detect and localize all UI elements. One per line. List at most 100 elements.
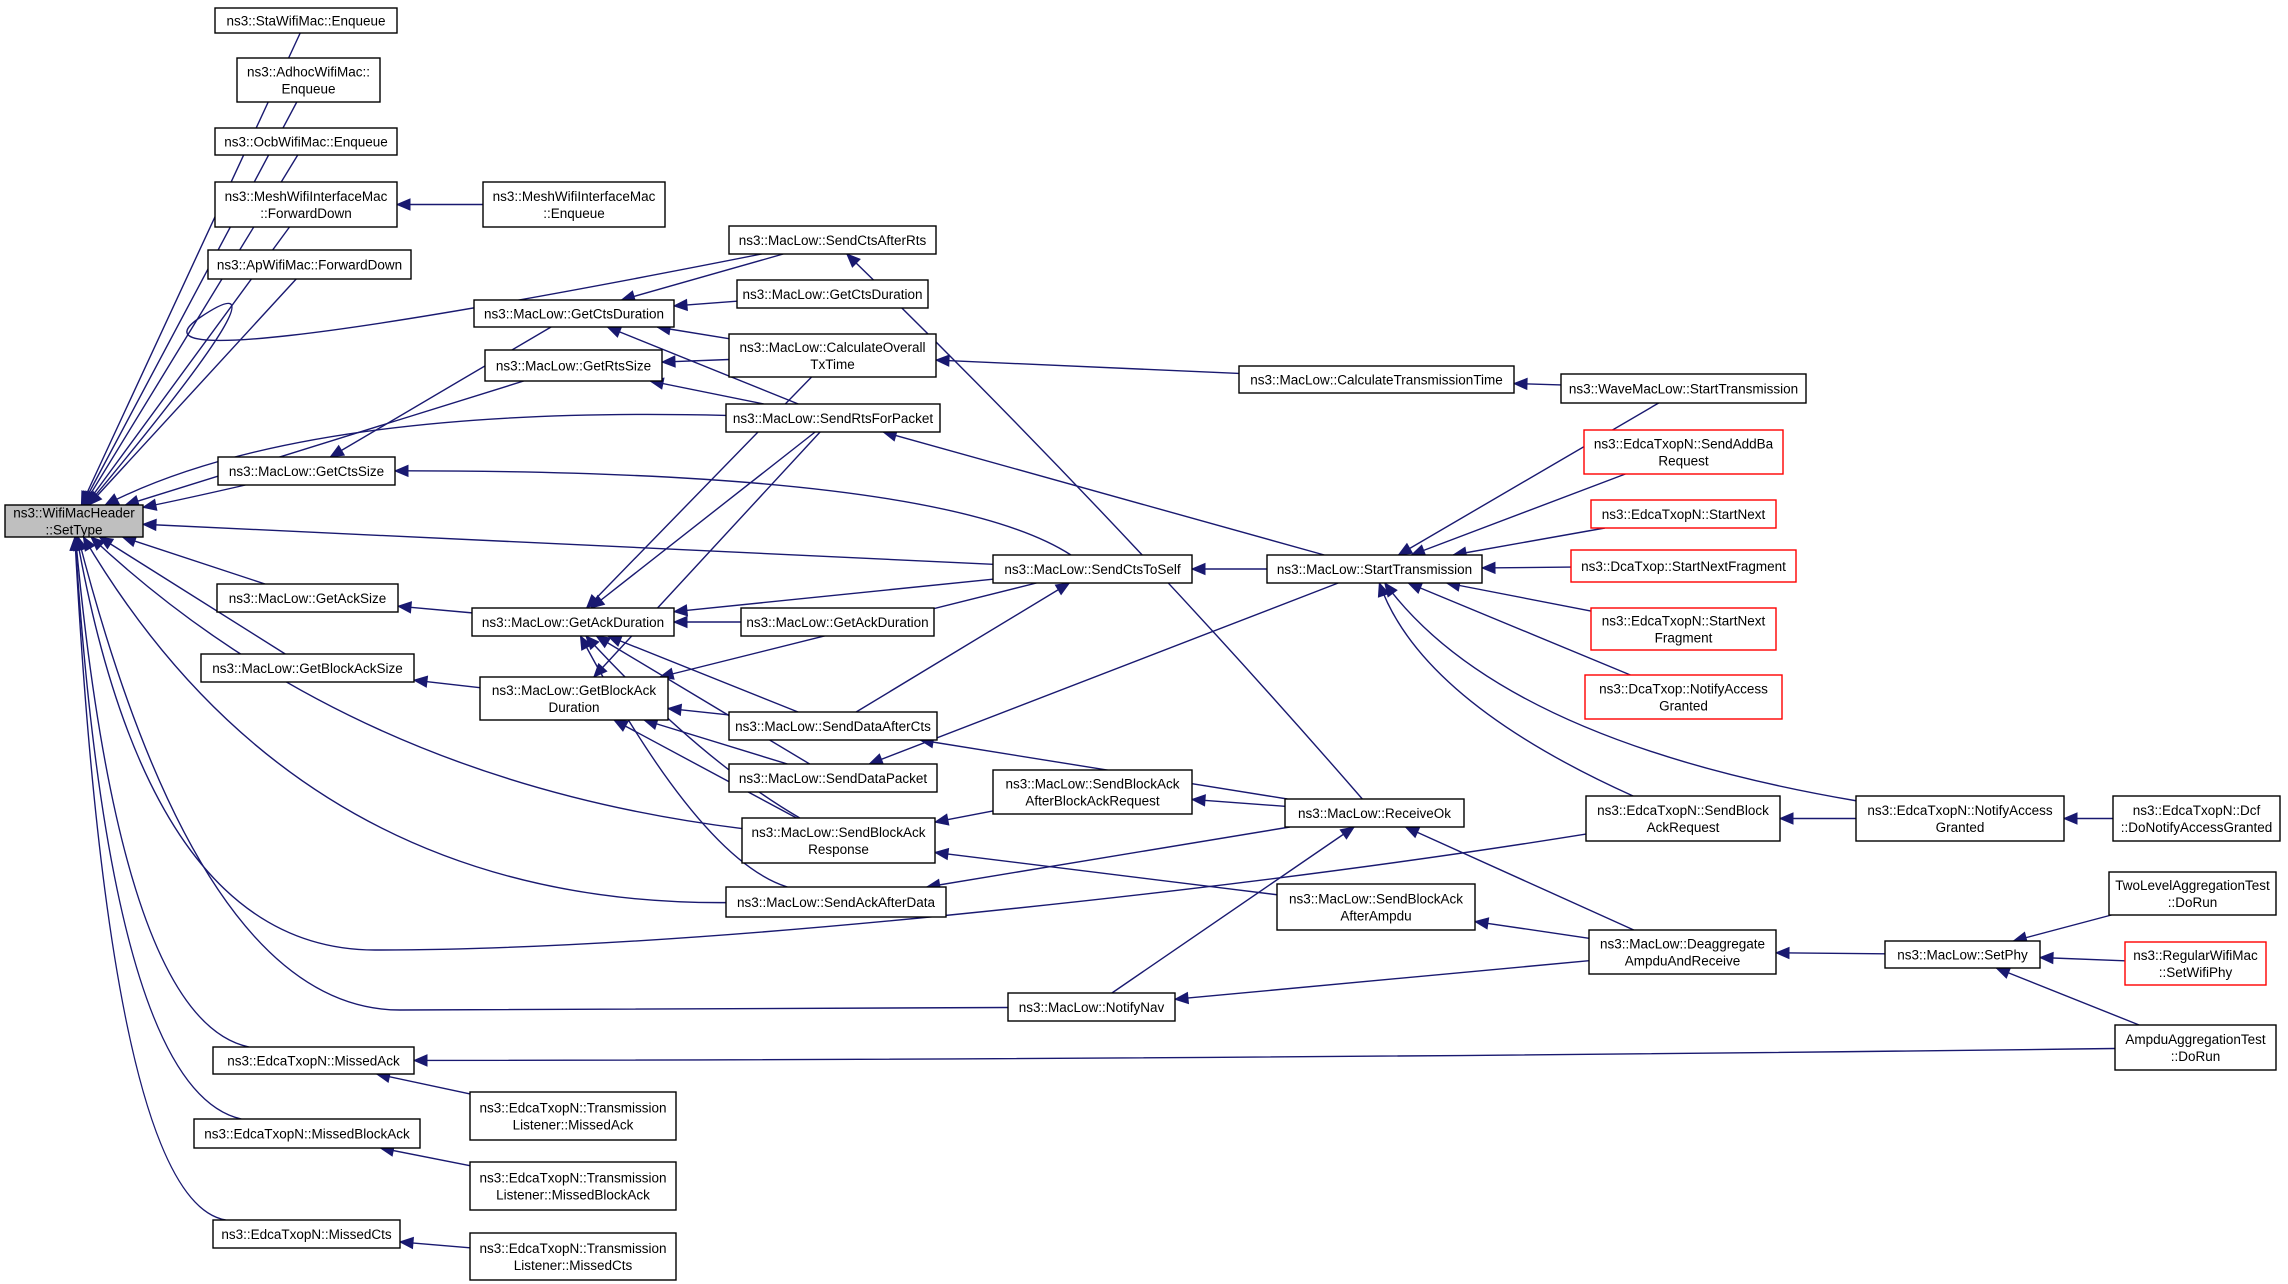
- arrowhead-icon: [1778, 812, 1794, 825]
- edge-send-cts-to-self-to-get-cts-size: [393, 464, 1072, 556]
- node-label: ns3::MacLow::GetCtsDuration: [484, 307, 664, 322]
- node-start-tx[interactable]: ns3::MacLow::StartTransmission: [1266, 554, 1483, 584]
- node-mesh-enq[interactable]: ns3::MeshWifiInterfaceMac::Enqueue: [482, 181, 666, 228]
- node-root[interactable]: ns3::WifiMacHeader::SetType: [4, 504, 144, 538]
- node-label: ns3::EdcaTxopN::MissedBlockAck: [204, 1127, 410, 1142]
- node-tl-missed-ack[interactable]: ns3::EdcaTxopN::TransmissionListener::Mi…: [469, 1091, 677, 1141]
- edge-calc-tx-to-calc-overall: [934, 354, 1240, 375]
- node-label: ns3::EdcaTxopN::SendAddBa: [1594, 437, 1774, 452]
- edge-line: [590, 431, 816, 609]
- node-box: [214, 181, 398, 228]
- edge-line: [1481, 566, 1572, 569]
- edge-line: [649, 380, 764, 405]
- node-get-cts-size[interactable]: ns3::MacLow::GetCtsSize: [217, 456, 396, 486]
- node-ocb-enq[interactable]: ns3::OcbWifiMac::Enqueue: [214, 127, 398, 156]
- node-box: [728, 333, 937, 378]
- node-send-cts-to-self[interactable]: ns3::MacLow::SendCtsToSelf: [992, 554, 1193, 584]
- node-box: [236, 57, 381, 103]
- node-edca-dcf[interactable]: ns3::EdcaTxopN::Dcf::DoNotifyAccessGrant…: [2112, 795, 2281, 842]
- node-notify-nav[interactable]: ns3::MacLow::NotifyNav: [1007, 992, 1176, 1022]
- node-get-ack-dur[interactable]: ns3::MacLow::GetAckDuration: [471, 607, 675, 637]
- node-get-ack-dur2[interactable]: ns3::MacLow::GetAckDuration: [740, 607, 935, 637]
- node-label: Listener::MissedCts: [514, 1258, 633, 1273]
- node-dca-notify[interactable]: ns3::DcaTxop::NotifyAccessGranted: [1584, 674, 1783, 720]
- arrowhead-icon: [2062, 812, 2078, 825]
- edge-line: [142, 523, 994, 566]
- node-send-block-ack-after-req[interactable]: ns3::MacLow::SendBlockAckAfterBlockAckRe…: [992, 769, 1193, 815]
- node-ampdu-test[interactable]: AmpduAggregationTest::DoRun: [2114, 1024, 2277, 1071]
- node-label: ns3::StaWifiMac::Enqueue: [226, 14, 385, 29]
- node-dca-start-next-frag[interactable]: ns3::DcaTxop::StartNextFragment: [1570, 549, 1797, 583]
- node-send-data-after-cts[interactable]: ns3::MacLow::SendDataAfterCts: [728, 711, 938, 741]
- node-calc-tx[interactable]: ns3::MacLow::CalculateTransmissionTime: [1238, 365, 1515, 394]
- node-label: ::SetType: [45, 523, 102, 538]
- node-tl-missed-block-ack[interactable]: ns3::EdcaTxopN::TransmissionListener::Mi…: [469, 1161, 677, 1211]
- node-label: ns3::AdhocWifiMac::: [247, 65, 370, 80]
- node-label: ns3::EdcaTxopN::StartNext: [1602, 507, 1766, 522]
- node-missed-block-ack[interactable]: ns3::EdcaTxopN::MissedBlockAck: [193, 1118, 421, 1149]
- edge-line: [82, 536, 727, 904]
- node-missed-ack[interactable]: ns3::EdcaTxopN::MissedAck: [212, 1046, 415, 1075]
- node-mesh-fwd[interactable]: ns3::MeshWifiInterfaceMac::ForwardDown: [214, 181, 398, 228]
- node-box: [992, 769, 1193, 815]
- edge-tl-missed-ack-to-missed-ack: [375, 1070, 471, 1095]
- node-box: [200, 653, 415, 683]
- edge-edca-notify-to-start-tx: [1384, 581, 1857, 802]
- node-tl-missed-cts[interactable]: ns3::EdcaTxopN::TransmissionListener::Mi…: [469, 1232, 677, 1281]
- edge-line: [1453, 527, 1605, 556]
- edge-set-phy-to-deagg: [1774, 946, 1886, 960]
- edge-calc-overall-to-get-rts-size: [660, 355, 730, 368]
- node-get-block-ack-size[interactable]: ns3::MacLow::GetBlockAckSize: [200, 653, 415, 683]
- node-box: [728, 711, 938, 741]
- node-label: ns3::MacLow::CalculateTransmissionTime: [1250, 373, 1503, 388]
- node-get-ack-size[interactable]: ns3::MacLow::GetAckSize: [216, 583, 399, 613]
- arrowhead-icon: [393, 464, 409, 478]
- node-get-cts-dur2[interactable]: ns3::MacLow::GetCtsDuration: [736, 279, 929, 309]
- arrowhead-icon: [585, 593, 601, 609]
- node-send-rts[interactable]: ns3::MacLow::SendRtsForPacket: [725, 403, 941, 433]
- node-sta-enq[interactable]: ns3::StaWifiMac::Enqueue: [214, 7, 398, 34]
- node-label: ns3::MacLow::Deaggregate: [1600, 937, 1765, 952]
- arrowhead-icon: [69, 535, 82, 551]
- arrowhead-icon: [141, 518, 157, 532]
- node-adhoc-enq[interactable]: ns3::AdhocWifiMac::Enqueue: [236, 57, 381, 103]
- edge-adhoc-enq-to-root: [81, 101, 298, 507]
- edge-missed-cts-to-root: [69, 535, 226, 1221]
- edge-get-ack-dur2-to-get-ack-dur: [672, 615, 741, 629]
- node-box: [2112, 795, 2281, 842]
- edge-line: [1411, 473, 1626, 556]
- node-send-ack-after-data[interactable]: ns3::MacLow::SendAckAfterData: [725, 886, 947, 918]
- node-two-level[interactable]: TwoLevelAggregationTest::DoRun: [2108, 871, 2277, 916]
- node-ap-fwd[interactable]: ns3::ApWifiMac::ForwardDown: [207, 249, 412, 280]
- node-box: [1855, 795, 2065, 842]
- node-box: [2124, 941, 2267, 986]
- edge-line: [1191, 798, 1286, 808]
- node-get-cts-dur[interactable]: ns3::MacLow::GetCtsDuration: [473, 299, 675, 328]
- node-edca-notify[interactable]: ns3::EdcaTxopN::NotifyAccessGranted: [1855, 795, 2065, 842]
- node-start-next[interactable]: ns3::EdcaTxopN::StartNext: [1590, 499, 1777, 529]
- node-send-cts-after-rts[interactable]: ns3::MacLow::SendCtsAfterRts: [728, 225, 937, 255]
- node-set-phy[interactable]: ns3::MacLow::SetPhy: [1884, 940, 2041, 969]
- arrowhead-icon: [672, 298, 688, 312]
- edge-ampdu-test-to-missed-ack: [412, 1047, 2116, 1067]
- node-box: [740, 607, 935, 637]
- node-regular-set-phy[interactable]: ns3::RegularWifiMac::SetWifiPhy: [2124, 941, 2267, 986]
- arrowhead-icon: [1995, 967, 2012, 979]
- node-label: ::DoRun: [2168, 895, 2218, 910]
- node-missed-cts[interactable]: ns3::EdcaTxopN::MissedCts: [212, 1219, 401, 1249]
- node-label: ::Enqueue: [543, 206, 605, 221]
- edge-line: [934, 851, 1278, 896]
- node-receive-ok[interactable]: ns3::MacLow::ReceiveOk: [1284, 798, 1465, 828]
- node-get-rts-size[interactable]: ns3::MacLow::GetRtsSize: [484, 349, 663, 382]
- node-wave-start[interactable]: ns3::WaveMacLow::StartTransmission: [1560, 373, 1807, 404]
- node-start-next-frag[interactable]: ns3::EdcaTxopN::StartNextFragment: [1590, 607, 1777, 651]
- node-send-data-packet[interactable]: ns3::MacLow::SendDataPacket: [728, 763, 938, 793]
- arrowhead-icon: [934, 354, 950, 367]
